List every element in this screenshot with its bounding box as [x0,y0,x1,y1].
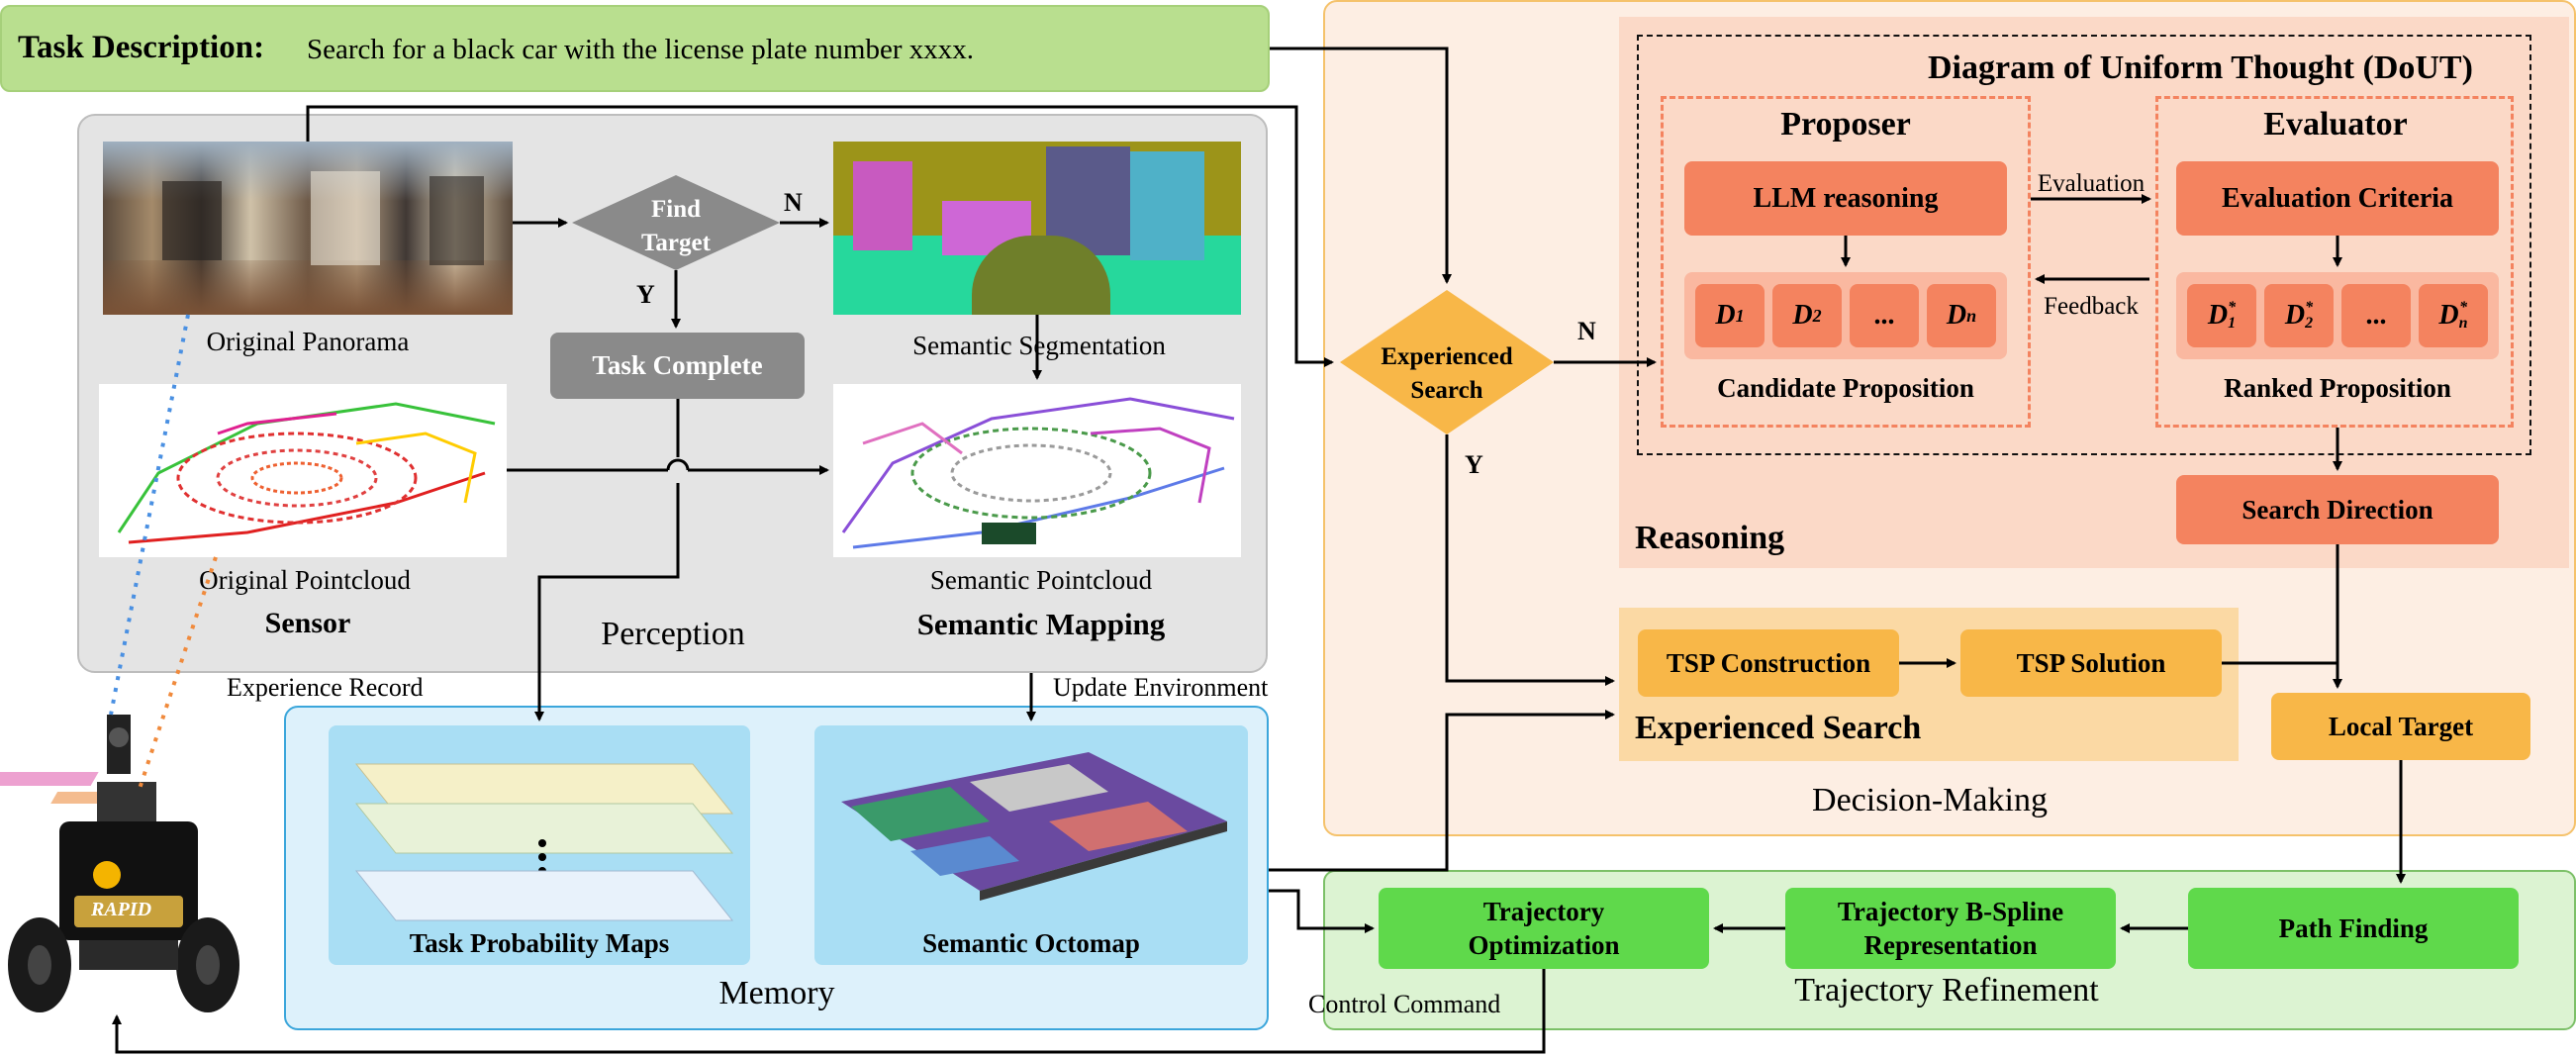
experience-record-label: Experience Record [227,673,424,702]
semantic-octomap-label: Semantic Octomap [922,928,1140,958]
dout-title: Diagram of Uniform Thought (DoUT) [1928,49,2473,86]
task-description-text: Search for a black car with the license … [307,34,974,65]
semantic-mapping-label: Semantic Mapping [916,607,1166,641]
dout-frame [1637,35,2531,455]
ranked-proposition-label: Ranked Proposition [2224,373,2451,403]
ranked-ellipsis: ... [2341,284,2411,347]
experienced-search-title: Experienced Search [1635,710,1922,746]
semantic-segmentation-image [833,142,1241,315]
experienced-search-diamond-text-1: Experienced [1381,343,1513,370]
search-direction-box: Search Direction [2176,475,2499,544]
decision-making-title: Decision-Making [1812,782,2048,818]
bspline-box: Trajectory B-Spline Representation [1785,888,2116,969]
semantic-segmentation-label: Semantic Segmentation [912,331,1166,360]
tsp-construction-box: TSP Construction [1638,629,1899,697]
perception-title: Perception [601,616,745,652]
control-command-label: Control Command [1308,990,1501,1018]
memory-title: Memory [718,975,835,1011]
tsp-solution-box: TSP Solution [1960,629,2222,697]
sensor-label: Sensor [264,607,351,639]
find-target-text-1: Find [650,196,702,223]
task-description-bar [0,5,1270,92]
original-pointcloud-label: Original Pointcloud [199,565,411,595]
find-target-y-label: Y [636,280,655,309]
ranked-d2: D*2 [2264,284,2334,347]
trajectory-optimization-text-2: Optimization [1468,930,1620,960]
bspline-text-1: Trajectory B-Spline [1837,897,2064,926]
find-target-n-label: N [784,188,803,217]
original-pointcloud-image [99,384,507,557]
llm-reasoning-box: LLM reasoning [1684,161,2007,236]
semantic-pointcloud-image [833,384,1241,557]
ranked-d1: D*1 [2187,284,2256,347]
experienced-search-n-label: N [1577,317,1596,345]
experienced-search-diamond-text-2: Search [1410,377,1483,404]
task-description-title: Task Description: [18,30,265,65]
update-environment-label: Update Environment [1053,673,1269,702]
find-target-text-2: Target [641,230,711,256]
evaluator-frame [2155,96,2514,428]
robot-brand-label: RAPID [91,899,152,920]
original-panorama-image [103,142,513,315]
proposer-title: Proposer [1780,106,1911,143]
evaluation-label: Evaluation [2037,170,2146,197]
local-target-box: Local Target [2271,693,2530,760]
reasoning-title: Reasoning [1635,520,1785,556]
ranked-dn: D*n [2419,284,2488,347]
trajectory-refinement-title: Trajectory Refinement [1794,972,2099,1009]
proposer-frame [1661,96,2031,428]
bspline-text-2: Representation [1863,930,2038,960]
task-probability-maps-label: Task Probability Maps [409,928,670,958]
trajectory-optimization-box: Trajectory Optimization [1379,888,1709,969]
trajectory-optimization-text-1: Trajectory [1482,897,1605,926]
path-finding-box: Path Finding [2188,888,2519,969]
candidate-ellipsis: ... [1850,284,1919,347]
evaluation-criteria-box: Evaluation Criteria [2176,161,2499,236]
evaluator-title: Evaluator [2263,106,2408,143]
original-panorama-label: Original Panorama [206,327,410,356]
task-complete-box: Task Complete [550,333,805,399]
semantic-pointcloud-label: Semantic Pointcloud [929,565,1153,595]
candidate-proposition-label: Candidate Proposition [1717,373,1974,403]
experienced-search-y-label: Y [1465,450,1483,479]
feedback-label: Feedback [2044,293,2139,320]
